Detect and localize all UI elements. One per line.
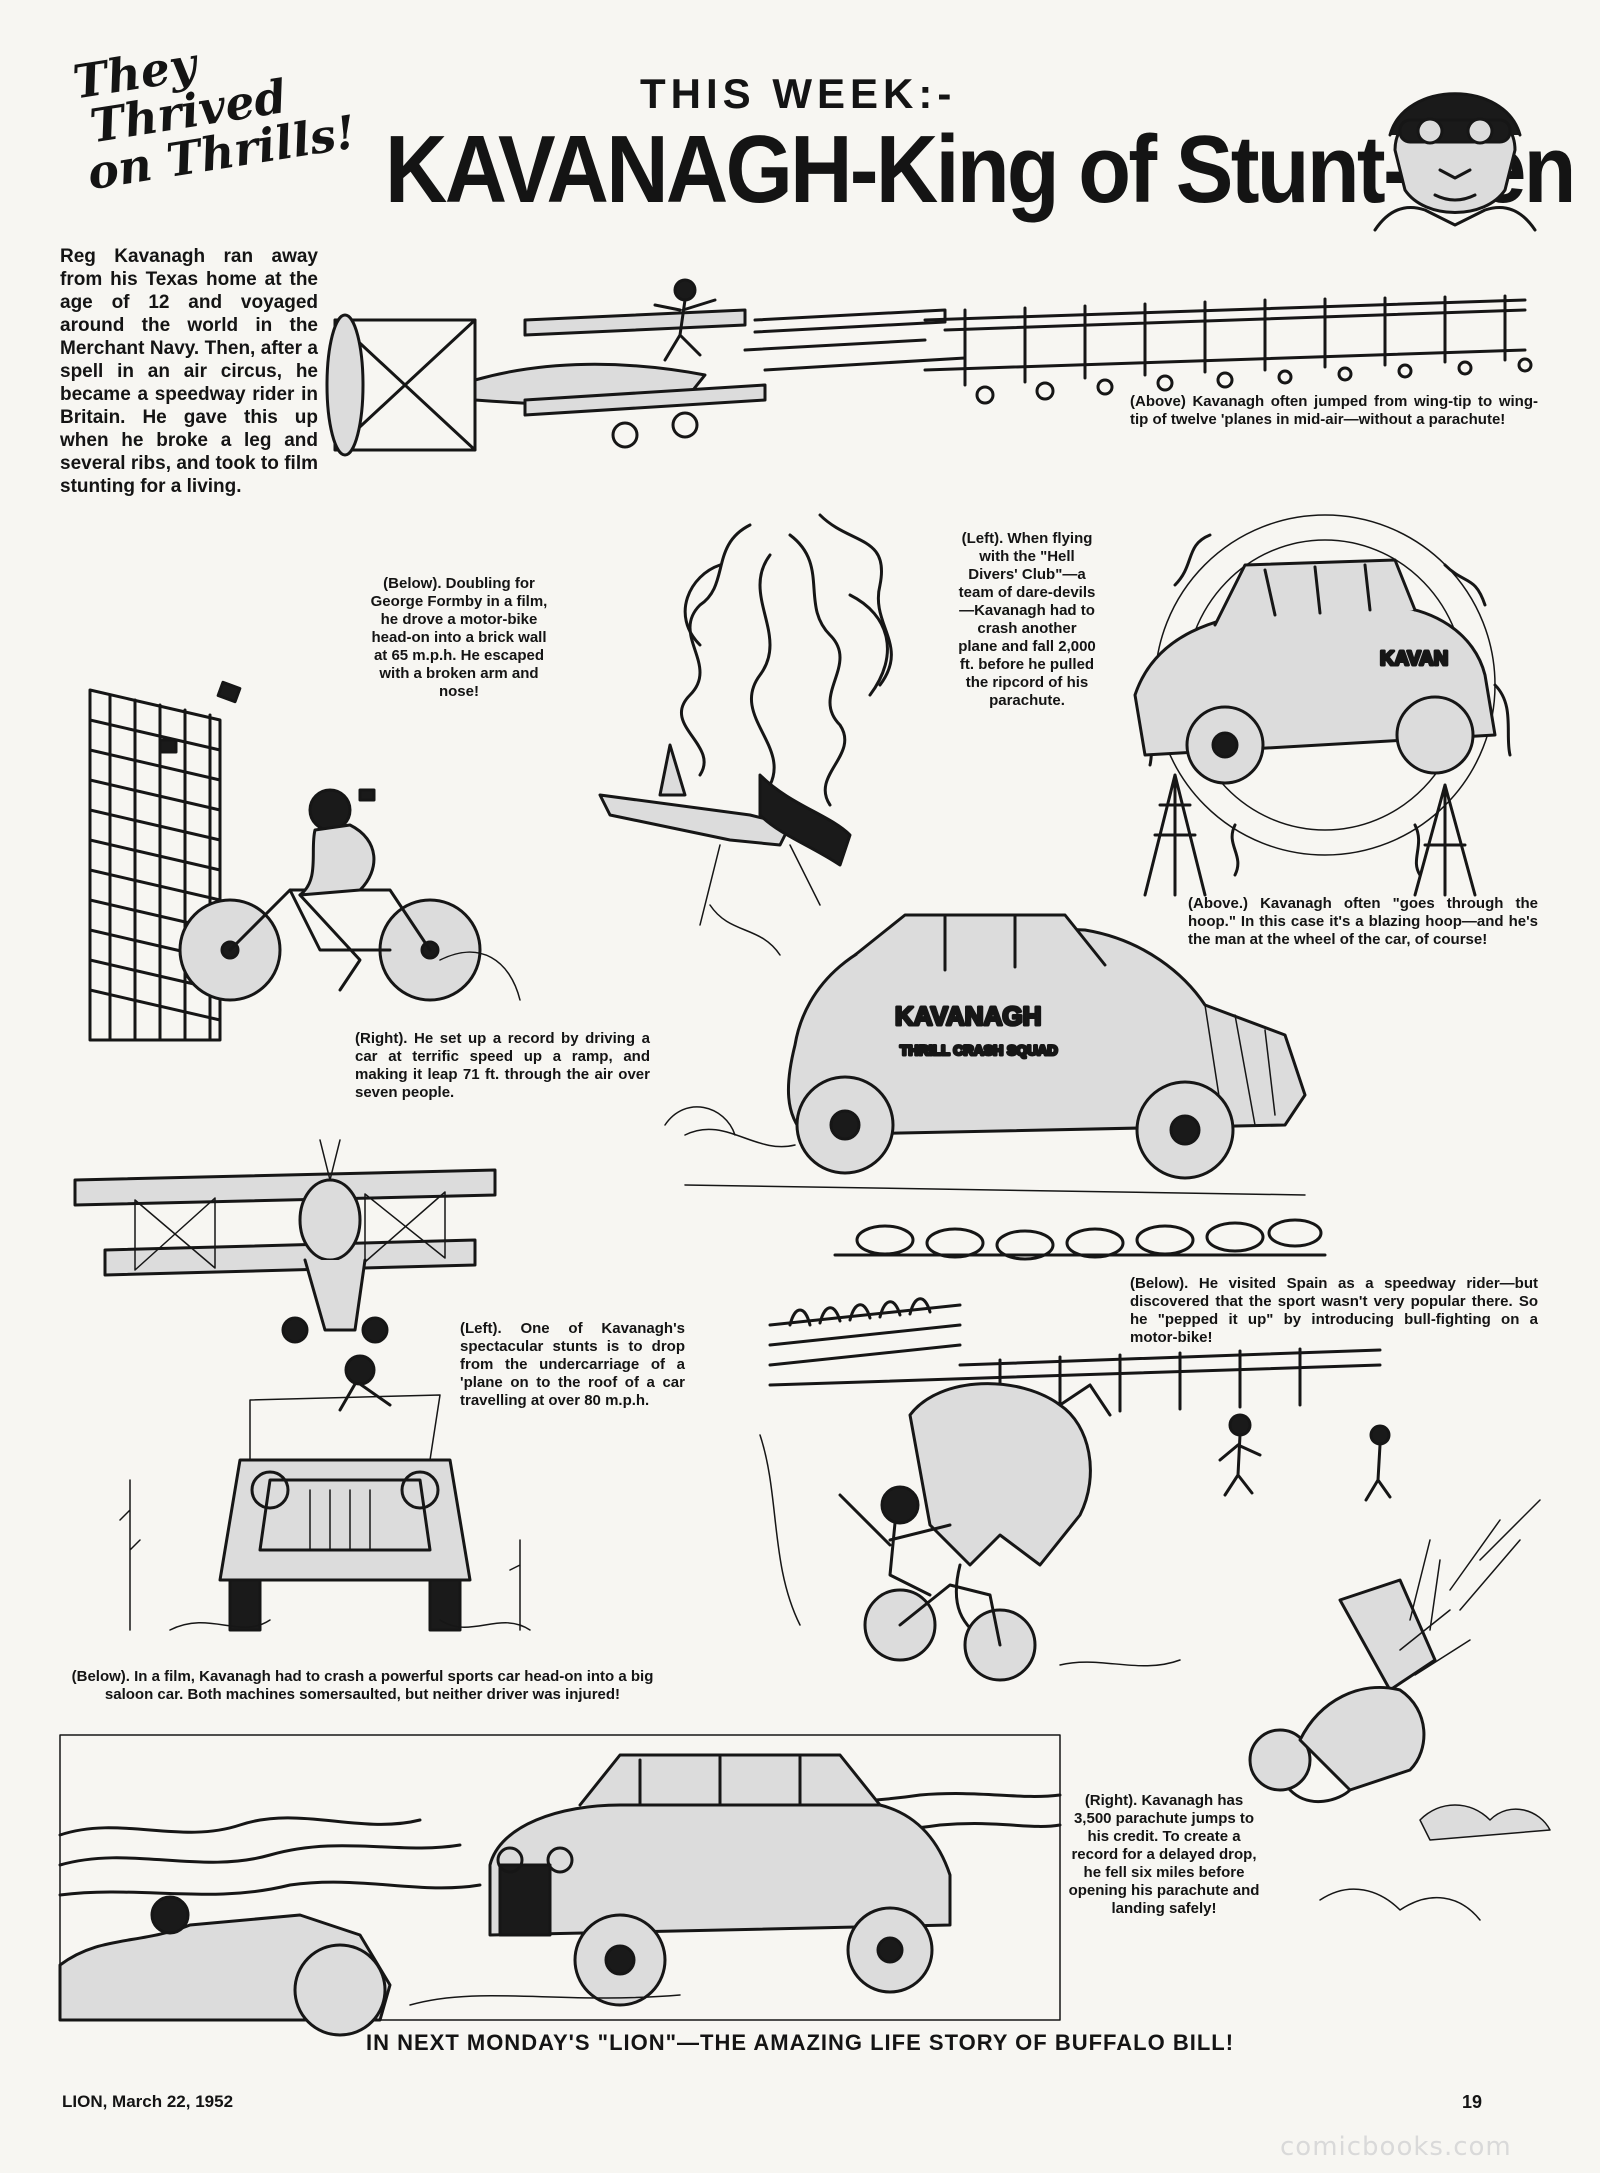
next-issue-banner: IN NEXT MONDAY'S "LION"—THE AMAZING LIFE… <box>365 2030 1235 2055</box>
script-title: They Thrived on Thrills! <box>69 13 388 201</box>
page-title: KAVANAGH-King of Stunt-Men <box>385 116 1576 223</box>
caption-undercarriage: (Left). One of Kavanagh's spectacular st… <box>460 1320 685 1409</box>
caption-spain: (Below). He visited Spain as a speedway … <box>1130 1275 1538 1346</box>
caption-hoop: (Above.) Kavanagh often "goes through th… <box>1188 895 1538 948</box>
biplanes-formation-illustration <box>325 278 1533 457</box>
blazing-hoop-car-illustration: KAVAN <box>1133 514 1512 897</box>
hoop-car-lettering: KAVAN <box>1380 648 1448 670</box>
this-week-label: THIS WEEK:- <box>640 70 957 117</box>
plane-crash-fire-illustration <box>598 513 893 956</box>
ramp-car-sublettering: THRILL CRASH SQUAD <box>900 1042 1058 1058</box>
car-under-plane-illustration <box>119 1354 531 1632</box>
bullfighting-motorbike-illustration <box>759 1297 1392 1682</box>
parachutist-freefall-illustration <box>1248 1499 1551 1921</box>
car-ramp-leap-illustration: KAVANAGH THRILL CRASH SQUAD <box>664 913 1327 1261</box>
page-number: 19 <box>1462 2092 1483 2112</box>
intro-paragraph: Reg Kavanagh ran away from his Texas hom… <box>60 246 318 497</box>
issue-date: LION, March 22, 1952 <box>62 2092 234 2111</box>
site-watermark: comicbooks.com <box>1280 2132 1512 2162</box>
caption-wing-walk: (Above) Kavanagh often jumped from wing-… <box>1130 393 1538 428</box>
aviator-portrait-illustration <box>1373 92 1537 232</box>
caption-parachute: (Right). Kavanagh has 3,500 parachute ju… <box>1068 1792 1260 1917</box>
biplane-undercarriage-illustration <box>73 1139 497 1344</box>
ramp-car-lettering: KAVANAGH <box>895 1001 1041 1031</box>
motorbike-wall-crash-illustration <box>88 680 521 1042</box>
caption-ramp: (Right). He set up a record by driving a… <box>355 1030 650 1101</box>
sports-car-saloon-crash-illustration <box>58 1734 1062 2037</box>
caption-hell-divers: (Left). When flying with the "Hell Diver… <box>958 530 1096 709</box>
caption-formby: (Below). Doubling for George Formby in a… <box>370 575 548 700</box>
caption-saloon: (Below). In a film, Kavanagh had to cras… <box>71 1668 654 1703</box>
